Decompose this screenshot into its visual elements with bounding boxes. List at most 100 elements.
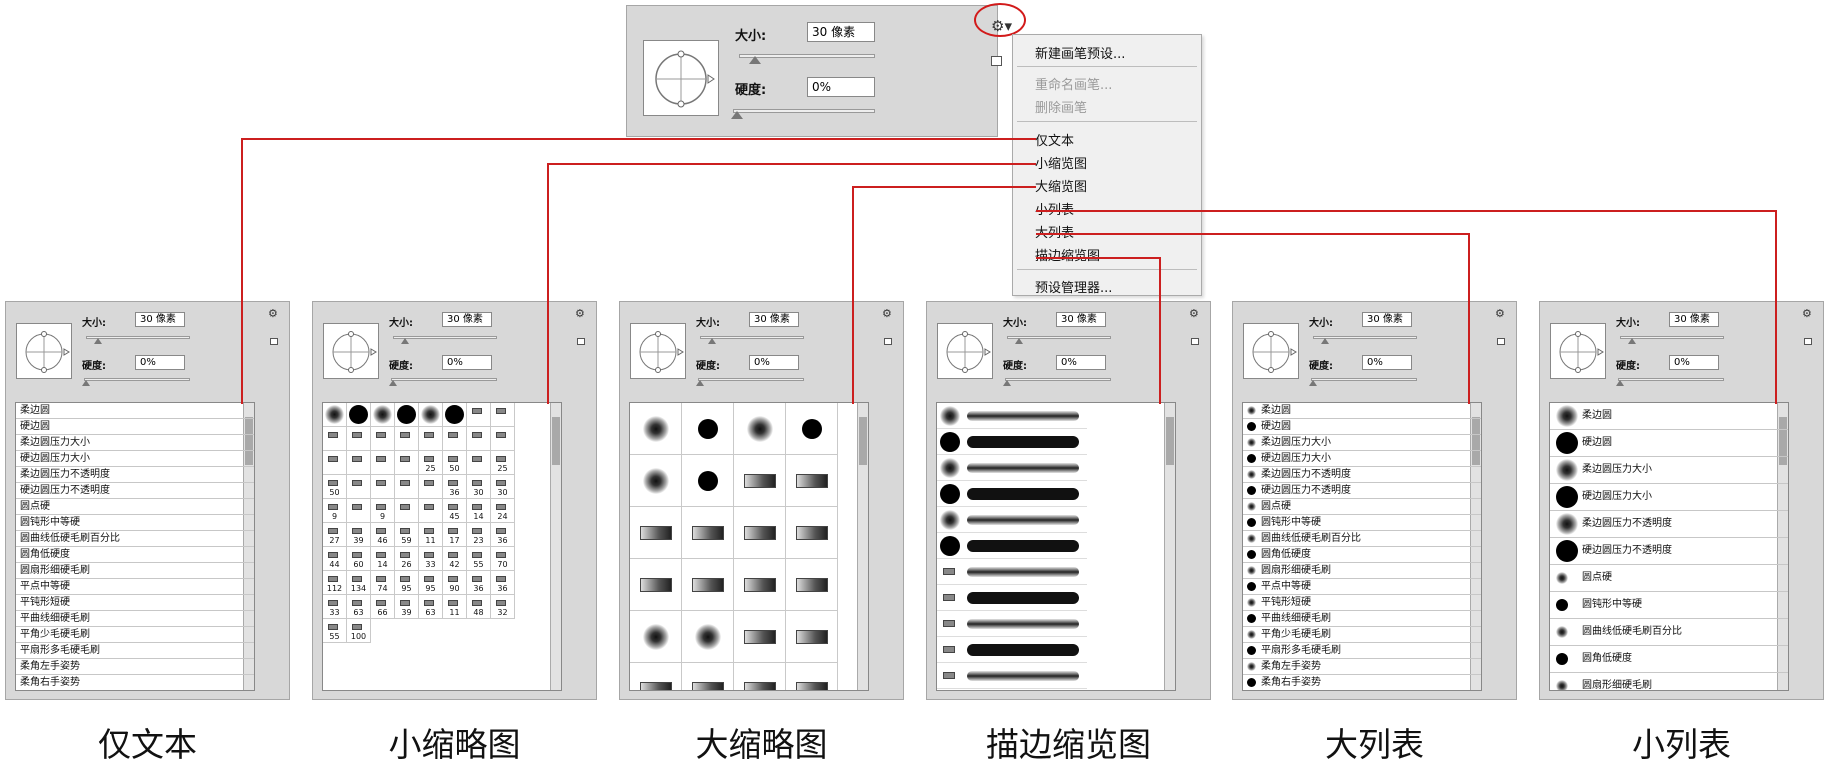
size-slider-knob[interactable] bbox=[708, 338, 716, 344]
brush-thumbnail[interactable] bbox=[371, 475, 395, 499]
brush-thumbnail[interactable] bbox=[467, 403, 491, 427]
brush-thumbnail[interactable]: 33 bbox=[419, 547, 443, 571]
brush-thumbnail[interactable]: 25 bbox=[419, 451, 443, 475]
brush-thumbnail[interactable]: 26 bbox=[395, 547, 419, 571]
brush-thumbnail[interactable] bbox=[630, 611, 682, 663]
brush-thumbnail[interactable] bbox=[419, 403, 443, 427]
hardness-slider-knob[interactable] bbox=[1309, 380, 1317, 386]
brush-list-item[interactable]: 圆点硬 bbox=[1550, 565, 1788, 592]
brush-thumbnail[interactable]: 46 bbox=[371, 523, 395, 547]
brush-thumbnail[interactable] bbox=[682, 403, 734, 455]
hardness-slider[interactable] bbox=[1005, 378, 1111, 381]
size-slider-knob[interactable] bbox=[1628, 338, 1636, 344]
brush-thumbnail[interactable]: 45 bbox=[443, 499, 467, 523]
scrollbar-thumb[interactable] bbox=[1166, 417, 1174, 465]
vertical-scrollbar[interactable] bbox=[550, 403, 561, 690]
hardness-field[interactable]: 0% bbox=[442, 355, 492, 370]
size-field[interactable]: 30 像素 bbox=[749, 312, 799, 327]
brush-list-item[interactable]: 平曲线细硬毛刷 bbox=[1243, 611, 1481, 627]
brush-thumbnail[interactable] bbox=[734, 507, 786, 559]
hardness-slider[interactable] bbox=[84, 378, 190, 381]
menu-item-stroke-thumbnail[interactable]: 描边缩览图 bbox=[1035, 249, 1101, 264]
scrollbar-thumb[interactable] bbox=[1779, 417, 1787, 465]
brush-thumbnail[interactable] bbox=[682, 663, 734, 690]
menu-item-new-brush-preset[interactable]: 新建画笔预设... bbox=[1035, 47, 1126, 62]
brush-thumbnail[interactable]: 36 bbox=[491, 523, 515, 547]
size-field[interactable]: 30 像素 bbox=[1362, 312, 1412, 327]
brush-thumbnail[interactable]: 70 bbox=[491, 547, 515, 571]
stroke-thumbnail[interactable] bbox=[937, 403, 1087, 429]
hardness-slider[interactable] bbox=[698, 378, 804, 381]
brush-thumbnail[interactable]: 112 bbox=[323, 571, 347, 595]
brush-list-item[interactable]: 硬边圆 bbox=[16, 419, 254, 435]
brush-thumbnail[interactable] bbox=[347, 403, 371, 427]
brush-list-item[interactable]: 圆曲线低硬毛刷百分比 bbox=[1243, 531, 1481, 547]
stroke-thumbnail[interactable] bbox=[937, 481, 1087, 507]
brush-thumbnail[interactable] bbox=[786, 559, 838, 611]
brush-thumbnail[interactable] bbox=[786, 455, 838, 507]
brush-thumbnail[interactable] bbox=[323, 403, 347, 427]
brush-thumbnail[interactable]: 9 bbox=[371, 499, 395, 523]
brush-list-item[interactable]: 圆角低硬度 bbox=[1550, 646, 1788, 673]
brush-thumbnail[interactable] bbox=[630, 403, 682, 455]
menu-item-large-list[interactable]: 大列表 bbox=[1035, 226, 1075, 241]
size-field[interactable]: 30 像素 bbox=[442, 312, 492, 327]
vertical-scrollbar[interactable] bbox=[1164, 403, 1175, 690]
gear-icon[interactable]: ⚙ bbox=[575, 307, 585, 320]
brush-list-item[interactable]: 硬边圆压力大小 bbox=[16, 451, 254, 467]
hardness-field[interactable]: 0% bbox=[749, 355, 799, 370]
brush-list-item[interactable]: 圆扇形细硬毛刷 bbox=[16, 563, 254, 579]
size-slider-knob[interactable] bbox=[94, 338, 102, 344]
brush-thumbnail[interactable]: 95 bbox=[395, 571, 419, 595]
stroke-thumbnail[interactable] bbox=[937, 533, 1087, 559]
brush-thumbnail[interactable] bbox=[467, 451, 491, 475]
new-preset-icon[interactable] bbox=[577, 338, 585, 345]
brush-list-item[interactable]: 平曲线细硬毛刷 bbox=[16, 611, 254, 627]
scrollbar-thumb[interactable] bbox=[859, 417, 867, 465]
brush-thumbnail[interactable]: 134 bbox=[347, 571, 371, 595]
brush-thumbnail[interactable]: 90 bbox=[443, 571, 467, 595]
brush-list-item[interactable]: 圆钝形中等硬 bbox=[16, 515, 254, 531]
brush-thumbnail[interactable]: 14 bbox=[467, 499, 491, 523]
menu-item-small-thumbnail[interactable]: 小缩览图 bbox=[1035, 157, 1088, 172]
brush-thumbnail[interactable]: 25 bbox=[491, 451, 515, 475]
brush-list-item[interactable]: 柔角右手姿势 bbox=[1243, 675, 1481, 690]
hardness-slider[interactable] bbox=[391, 378, 497, 381]
brush-thumbnail[interactable]: 60 bbox=[347, 547, 371, 571]
brush-list[interactable]: 柔边圆硬边圆柔边圆压力大小硬边圆压力大小柔边圆压力不透明度硬边圆压力不透明度圆点… bbox=[15, 402, 255, 691]
brush-thumbnail[interactable] bbox=[786, 611, 838, 663]
brush-thumbnail[interactable]: 100 bbox=[347, 619, 371, 643]
brush-thumbnail[interactable] bbox=[395, 403, 419, 427]
brush-thumbnail[interactable] bbox=[786, 403, 838, 455]
vertical-scrollbar[interactable] bbox=[1777, 403, 1788, 690]
size-slider[interactable] bbox=[86, 336, 190, 339]
brush-list-item[interactable]: 柔角左手姿势 bbox=[16, 659, 254, 675]
brush-thumbnail[interactable]: 39 bbox=[395, 595, 419, 619]
new-preset-icon[interactable] bbox=[1191, 338, 1199, 345]
brush-list[interactable] bbox=[936, 402, 1176, 691]
brush-thumbnail[interactable]: 39 bbox=[347, 523, 371, 547]
brush-thumbnail[interactable] bbox=[323, 451, 347, 475]
brush-list-item[interactable]: 硬边圆压力不透明度 bbox=[1550, 538, 1788, 565]
brush-thumbnail[interactable] bbox=[630, 663, 682, 690]
brush-thumbnail[interactable] bbox=[682, 455, 734, 507]
brush-thumbnail[interactable] bbox=[347, 475, 371, 499]
hardness-field[interactable]: 0% bbox=[1056, 355, 1106, 370]
brush-thumbnail[interactable] bbox=[419, 499, 443, 523]
brush-list-item[interactable]: 平扇形多毛硬毛刷 bbox=[16, 643, 254, 659]
brush-thumbnail[interactable] bbox=[443, 427, 467, 451]
menu-item-small-list[interactable]: 小列表 bbox=[1035, 203, 1075, 218]
brush-thumbnail[interactable] bbox=[419, 427, 443, 451]
brush-thumbnail[interactable] bbox=[395, 427, 419, 451]
brush-thumbnail[interactable]: 63 bbox=[347, 595, 371, 619]
menu-item-preset-manager[interactable]: 预设管理器... bbox=[1035, 281, 1113, 296]
brush-list-item[interactable]: 硬边圆 bbox=[1550, 430, 1788, 457]
brush-list-item[interactable]: 平钝形短硬 bbox=[16, 595, 254, 611]
brush-thumbnail[interactable]: 66 bbox=[371, 595, 395, 619]
brush-list-item[interactable]: 硬边圆压力大小 bbox=[1243, 451, 1481, 467]
size-slider[interactable] bbox=[739, 54, 875, 58]
gear-icon[interactable]: ⚙ bbox=[1189, 307, 1199, 320]
size-field[interactable]: 30 像素 bbox=[135, 312, 185, 327]
brush-thumbnail[interactable] bbox=[395, 475, 419, 499]
